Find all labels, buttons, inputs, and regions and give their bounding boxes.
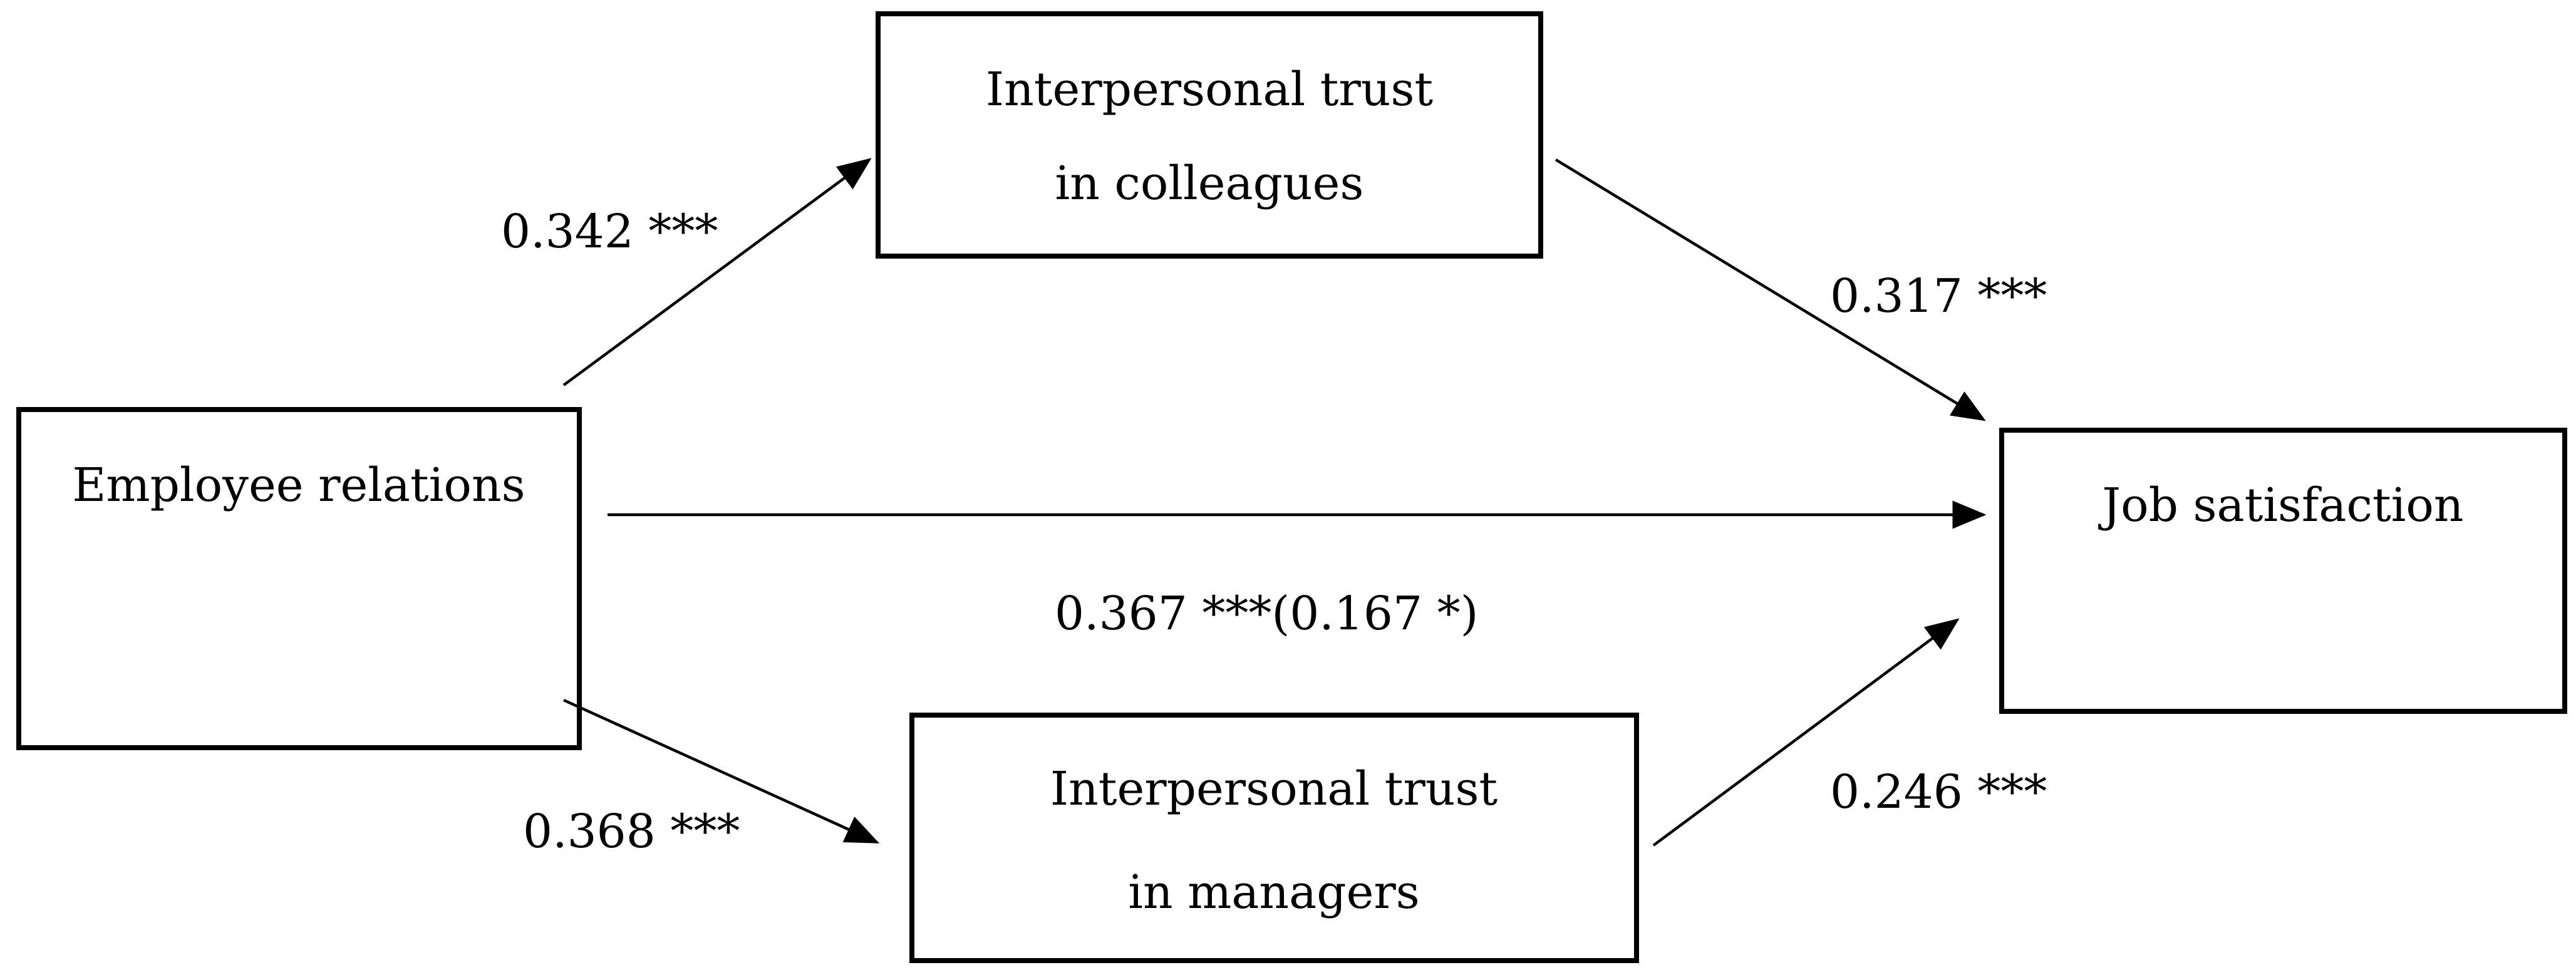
edge-er-to-js: 0.367 ***(0.167 *)	[608, 500, 1987, 641]
node-trust-in-colleagues-box	[876, 11, 1543, 259]
node-trust-in-managers-line2: in managers	[1128, 865, 1419, 919]
node-trust-in-managers-line1: Interpersonal trust	[1050, 762, 1498, 816]
node-job-satisfaction: Job satisfaction	[1999, 428, 2567, 714]
node-trust-in-managers: Interpersonal trust in managers	[909, 713, 1639, 963]
edge-er-to-tc: 0.342 ***	[501, 158, 872, 386]
edge-tc-to-js: 0.317 ***	[1554, 158, 2047, 421]
node-trust-in-managers-box	[909, 713, 1639, 963]
edge-tm-to-js: 0.246 ***	[1652, 618, 2047, 847]
node-employee-relations-box	[16, 407, 582, 750]
edge-er-to-tm: 0.368 ***	[523, 698, 880, 859]
node-job-satisfaction-label: Job satisfaction	[2098, 478, 2463, 532]
edge-er-to-js-label: 0.367 ***(0.167 *)	[1055, 587, 1478, 641]
edge-tm-to-js-label: 0.246 ***	[1830, 765, 2047, 819]
node-employee-relations-label: Employee relations	[72, 458, 525, 512]
edge-tc-to-js-arrow	[1554, 158, 1986, 421]
node-trust-in-colleagues-line2: in colleagues	[1055, 157, 1364, 210]
node-trust-in-colleagues: Interpersonal trust in colleagues	[876, 11, 1543, 259]
edge-er-to-tc-arrow	[562, 158, 872, 386]
edge-er-to-tm-label: 0.368 ***	[523, 805, 740, 859]
node-job-satisfaction-box	[1999, 428, 2567, 714]
edge-tc-to-js-label: 0.317 ***	[1830, 269, 2047, 323]
node-employee-relations: Employee relations	[16, 407, 582, 750]
edge-tm-to-js-arrow	[1652, 618, 1960, 847]
edge-er-to-tc-label: 0.342 ***	[501, 205, 718, 259]
edge-er-to-tm-arrow	[563, 698, 880, 844]
node-trust-in-colleagues-line1: Interpersonal trust	[986, 63, 1434, 116]
